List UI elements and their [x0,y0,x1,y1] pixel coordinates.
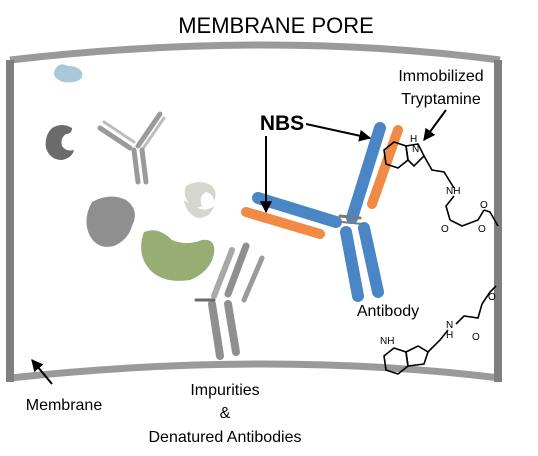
antibody-fc-chain-2 [358,222,384,298]
antibody-right-heavy-chain [346,122,386,224]
denatured-antibody-lower [194,242,265,360]
impurities-label-line2: & [220,405,231,422]
impurity-light-c-lower [184,200,214,218]
membrane-left-wall [6,60,14,382]
chem-label-lower-h: H [446,330,453,341]
chem-label-nh-ring: H [410,134,417,145]
chem-label-lower-o-carbonyl: O [472,332,480,343]
impurity-blue-blob [54,64,83,83]
membrane-right-wall [494,60,502,382]
tryptamine-ligand-upper [383,141,499,227]
nbs-arrow-right [305,123,372,142]
membrane-bottom-wall [9,360,501,382]
impurity-gray-blob [86,196,135,247]
ligand-arrow [423,109,447,141]
chem-label-o-ester: O [480,200,488,211]
nbs-label: NBS [260,112,304,135]
chem-label-n-ring: N [412,144,419,155]
antibody-fc-chain-1 [340,226,364,302]
chem-label-o-terminal: O [478,224,486,235]
membrane-top-wall [9,41,501,64]
chem-label-lower-o-ester: O [488,292,496,303]
antibody [241,122,403,302]
ligand-label-line2: Tryptamine [401,91,481,108]
ligand-label-line1: Immobilized [398,68,483,85]
antibody-left-light-chain [241,207,325,239]
membrane-label: Membrane [26,397,103,414]
impurities [45,64,216,281]
diagram-title: MEMBRANE PORE [178,13,374,38]
impurity-light-c-shape [184,182,216,208]
membrane-pore [6,41,502,382]
antibody-label: Antibody [357,303,419,320]
denatured-antibody-upper [97,111,166,185]
impurities-label-line3: Denatured Antibodies [149,429,302,446]
chem-label-nh-chain: NH [446,186,460,197]
impurity-dark-c-shape [45,125,74,160]
impurities-label-line1: Impurities [190,382,259,399]
membrane-arrow [31,359,53,385]
tryptamine-ligand-lower [383,285,497,375]
chem-label-o-carbonyl: O [441,224,449,235]
impurity-green-blob [141,230,215,281]
chem-label-lower-n: N [446,320,453,331]
chem-label-lower-nh-ring: NH [380,336,394,347]
